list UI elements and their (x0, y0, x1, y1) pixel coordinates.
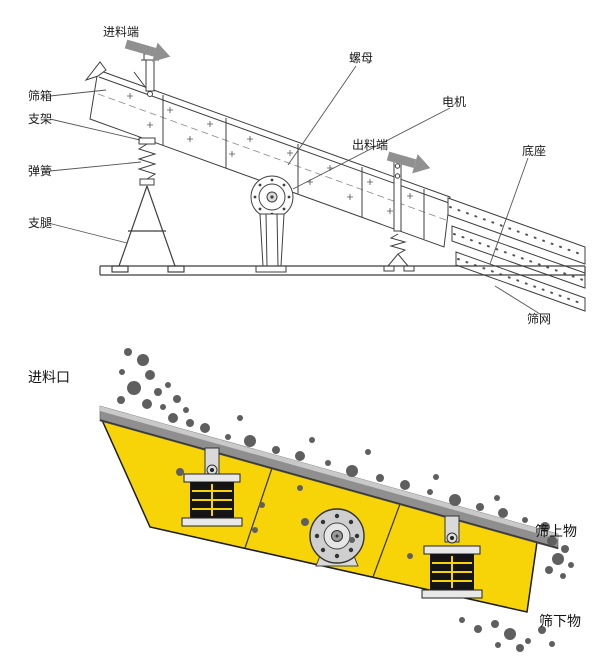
screen-mesh-panels (447, 197, 586, 312)
left-support-frame (111, 185, 185, 273)
base-lines (99, 265, 586, 276)
label-feed-inlet: 进料口 (28, 370, 70, 386)
left-spring (137, 137, 157, 186)
label-base: 底座 (522, 143, 546, 158)
label-nut: 螺母 (349, 51, 373, 65)
falling-feed-particles (117, 348, 194, 427)
label-motor: 电机 (442, 95, 466, 109)
particles-on-deck (200, 415, 550, 532)
left-spring-coil-lines (192, 484, 232, 516)
label-discharge-end: 出料端 (352, 138, 388, 152)
label-spring: 弹簧 (28, 163, 52, 178)
left-spring-assembly (181, 447, 243, 527)
particles-on-body (176, 468, 413, 559)
label-screen-mesh: 筛网 (527, 311, 551, 326)
bottom-illustration: 进料口 筛上物 筛下物 (28, 348, 581, 652)
bolt-cross-marks (127, 93, 413, 214)
label-undersize-material: 筛下物 (539, 614, 581, 630)
label-screen-box: 筛箱 (28, 88, 52, 103)
right-spring-coil-lines (432, 556, 472, 588)
label-oversize-material: 筛上物 (535, 524, 577, 540)
leader-lines (47, 65, 541, 315)
right-spring-assembly (421, 515, 483, 599)
undersize-particles (459, 617, 555, 652)
oversize-particles (545, 536, 574, 579)
label-feed-end: 进料端 (103, 25, 139, 39)
screen-deck (99, 405, 559, 550)
motor-exciter-circle (250, 175, 294, 219)
label-support-frame: 支架 (28, 112, 52, 126)
feed-arrow-icon (124, 39, 171, 62)
label-support-leg: 支腿 (28, 216, 52, 230)
top-technical-drawing: 进料端 螺母 筛箱 支架 电机 出料端 弹簧 底座 支腿 筛网 (28, 25, 586, 326)
panel-seams (244, 467, 401, 578)
center-support-column (255, 213, 287, 273)
flywheel-bolts (314, 513, 360, 559)
flywheel-motor (309, 508, 365, 567)
screen-body (84, 61, 451, 248)
discharge-arrow-icon (386, 151, 431, 174)
